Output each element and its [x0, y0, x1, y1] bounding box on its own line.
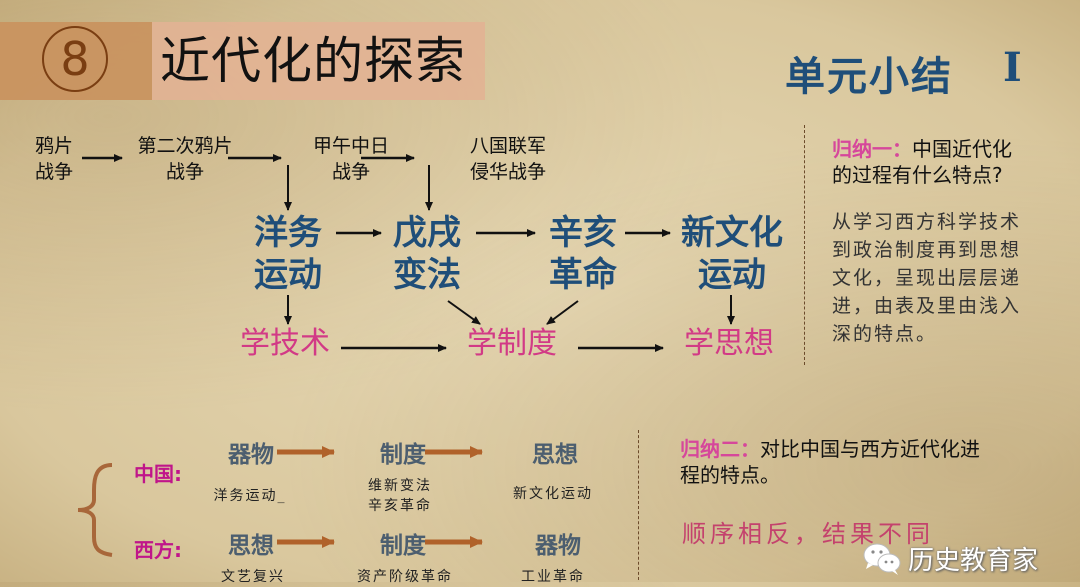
west-event-1: 文艺复兴: [221, 569, 285, 585]
movement-label-line: 革命: [549, 255, 617, 295]
answer-line: 文化，呈现出层层递: [832, 267, 1022, 289]
china-event-2: 维新变法 辛亥革命: [350, 476, 450, 516]
war-label-line: 侵华战争: [469, 161, 546, 183]
summary-one-label: 归纳一：: [832, 137, 912, 161]
learn-ideas: 学思想: [684, 326, 774, 361]
movement-label-line: 戊戌: [393, 213, 461, 253]
china-stage-2: 制度: [380, 441, 426, 468]
circled-number-badge: 8: [42, 26, 108, 92]
watermark-text: 历史教育家: [908, 546, 1039, 576]
china-label: 中国:: [134, 462, 182, 486]
title-background: [152, 22, 485, 100]
answer-line: 进，由表及里由浅入: [832, 295, 1022, 317]
movement-xinhai-revolution: 辛亥 革命: [543, 212, 623, 296]
war-label-line: 战争: [331, 161, 370, 183]
war-label-line: 八国联军: [469, 135, 546, 157]
movement-hundred-days-reform: 戊戌 变法: [387, 212, 467, 296]
unit-roman-numeral: I: [1003, 44, 1022, 91]
summary-two-question: 归纳二：对比中国与西方近代化进 程的特点。: [680, 436, 1060, 488]
west-event-3: 工业革命: [521, 569, 585, 585]
war-label-line: 第二次鸦片: [137, 135, 233, 157]
summary-two-question-line2: 程的特点。: [680, 463, 780, 487]
west-stage-2: 制度: [380, 532, 426, 559]
war-label-line: 甲午中日: [312, 135, 389, 157]
movement-label-line: 运动: [698, 255, 766, 295]
summary-one-question: 归纳一：中国近代化 的过程有什么特点?: [832, 136, 1052, 188]
learn-institutions: 学制度: [467, 326, 557, 361]
wechat-icon: [862, 541, 904, 577]
war-opium-2: 第二次鸦片 战争: [130, 133, 240, 185]
china-event-3: 新文化运动: [513, 486, 593, 502]
summary-two-label: 归纳二：: [680, 437, 760, 461]
china-stage-3: 思想: [532, 441, 578, 468]
war-eight-nation: 八国联军 侵华战争: [460, 133, 556, 185]
war-label-line: 战争: [165, 161, 204, 183]
movement-label-line: 新文化: [681, 213, 783, 253]
movement-label-line: 变法: [393, 255, 461, 295]
china-event-1: 洋务运动_: [213, 488, 287, 504]
movement-westernization: 洋务 运动: [248, 212, 328, 296]
divider-top: [804, 125, 805, 365]
west-stage-1: 思想: [228, 532, 274, 559]
war-opium-1: 鸦片 战争: [30, 133, 78, 185]
movement-label-line: 洋务: [254, 213, 322, 253]
divider-bottom: [638, 430, 639, 580]
china-stage-1: 器物: [228, 441, 274, 468]
war-sino-japanese: 甲午中日 战争: [306, 133, 396, 185]
war-label-line: 战争: [34, 161, 73, 183]
chapter-number: 8: [60, 32, 90, 86]
summary-two-conclusion: 顺序相反，结果不同: [682, 520, 934, 548]
movement-label-line: 辛亥: [549, 213, 617, 253]
war-label-line: 鸦片: [34, 135, 73, 157]
unit-summary-title: 单元小结: [785, 54, 953, 100]
west-event-2: 资产阶级革命: [357, 569, 453, 585]
page-title: 近代化的探索: [160, 32, 466, 90]
west-label: 西方:: [134, 538, 182, 562]
summary-two-question-line1: 对比中国与西方近代化进: [760, 437, 980, 461]
answer-line: 从学习西方科学技术: [832, 211, 1022, 233]
learn-technology: 学技术: [240, 326, 330, 361]
event-line: 辛亥革命: [368, 498, 432, 514]
summary-one-question-line1: 中国近代化: [912, 137, 1012, 161]
event-line: 维新变法: [368, 478, 432, 494]
answer-line: 深的特点。: [832, 323, 938, 345]
answer-line: 到政治制度再到思想: [832, 239, 1022, 261]
movement-new-culture: 新文化 运动: [674, 212, 790, 296]
movement-label-line: 运动: [254, 255, 322, 295]
west-stage-3: 器物: [535, 532, 581, 559]
summary-one-answer: 从学习西方科学技术 到政治制度再到思想 文化，呈现出层层递 进，由表及里由浅入 …: [832, 208, 1052, 348]
summary-one-question-line2: 的过程有什么特点?: [832, 163, 1003, 187]
